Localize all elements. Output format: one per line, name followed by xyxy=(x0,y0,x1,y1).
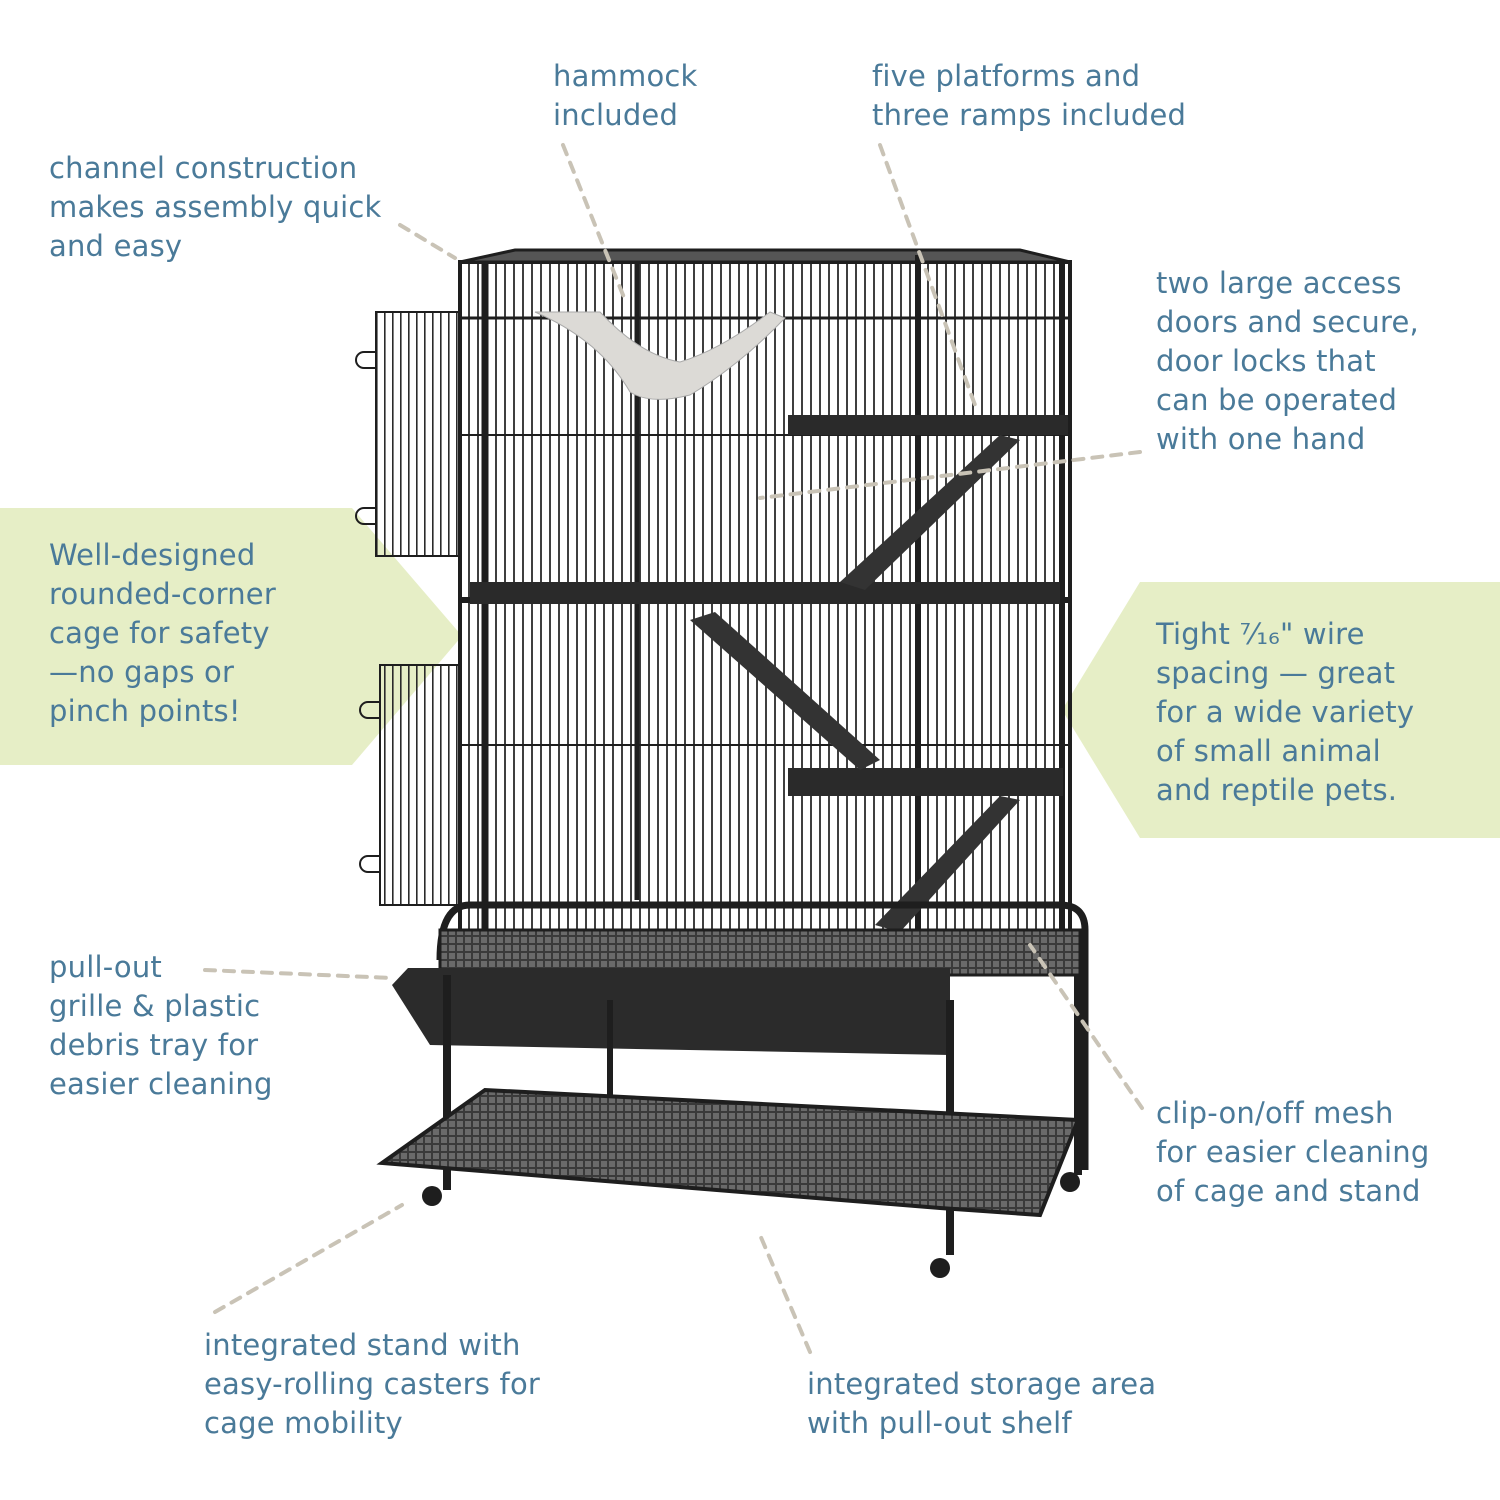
callout-channel-construction: channel construction makes assembly quic… xyxy=(49,151,382,263)
leader-platforms xyxy=(878,143,977,407)
right-highlight-arrow xyxy=(1062,582,1500,838)
left-highlight-arrow xyxy=(0,508,462,765)
callout-platforms-ramps: five platforms and three ramps included xyxy=(872,59,1187,132)
leader-doors xyxy=(758,450,1142,500)
callout-access-doors: two large access doors and secure, door … xyxy=(1156,266,1419,456)
leader-storage xyxy=(758,1233,812,1354)
leader-channel xyxy=(398,223,457,260)
access-doors xyxy=(355,311,461,906)
stand xyxy=(376,901,1089,1278)
leader-mesh xyxy=(1028,943,1144,1110)
callout-wire-spacing: Tight ⁷⁄₁₆" wire spacing — great for a w… xyxy=(1156,617,1415,807)
callout-casters: integrated stand with easy-rolling caste… xyxy=(204,1328,541,1440)
callout-rounded-corners: Well-designed rounded-corner cage for sa… xyxy=(49,538,276,728)
leader-tray xyxy=(203,968,394,980)
platforms-and-ramps xyxy=(470,415,1068,932)
leader-hammock xyxy=(561,143,627,302)
storage-shelf xyxy=(376,1087,1081,1218)
callout-hammock: hammock included xyxy=(553,59,698,132)
leader-casters xyxy=(213,1203,404,1314)
callout-clip-mesh: clip-on/off mesh for easier cleaning of … xyxy=(1156,1096,1430,1208)
hammock xyxy=(534,311,786,400)
callout-debris-tray: pull-out grille & plastic debris tray fo… xyxy=(49,950,273,1101)
callout-storage-shelf: integrated storage area with pull-out sh… xyxy=(807,1367,1157,1440)
